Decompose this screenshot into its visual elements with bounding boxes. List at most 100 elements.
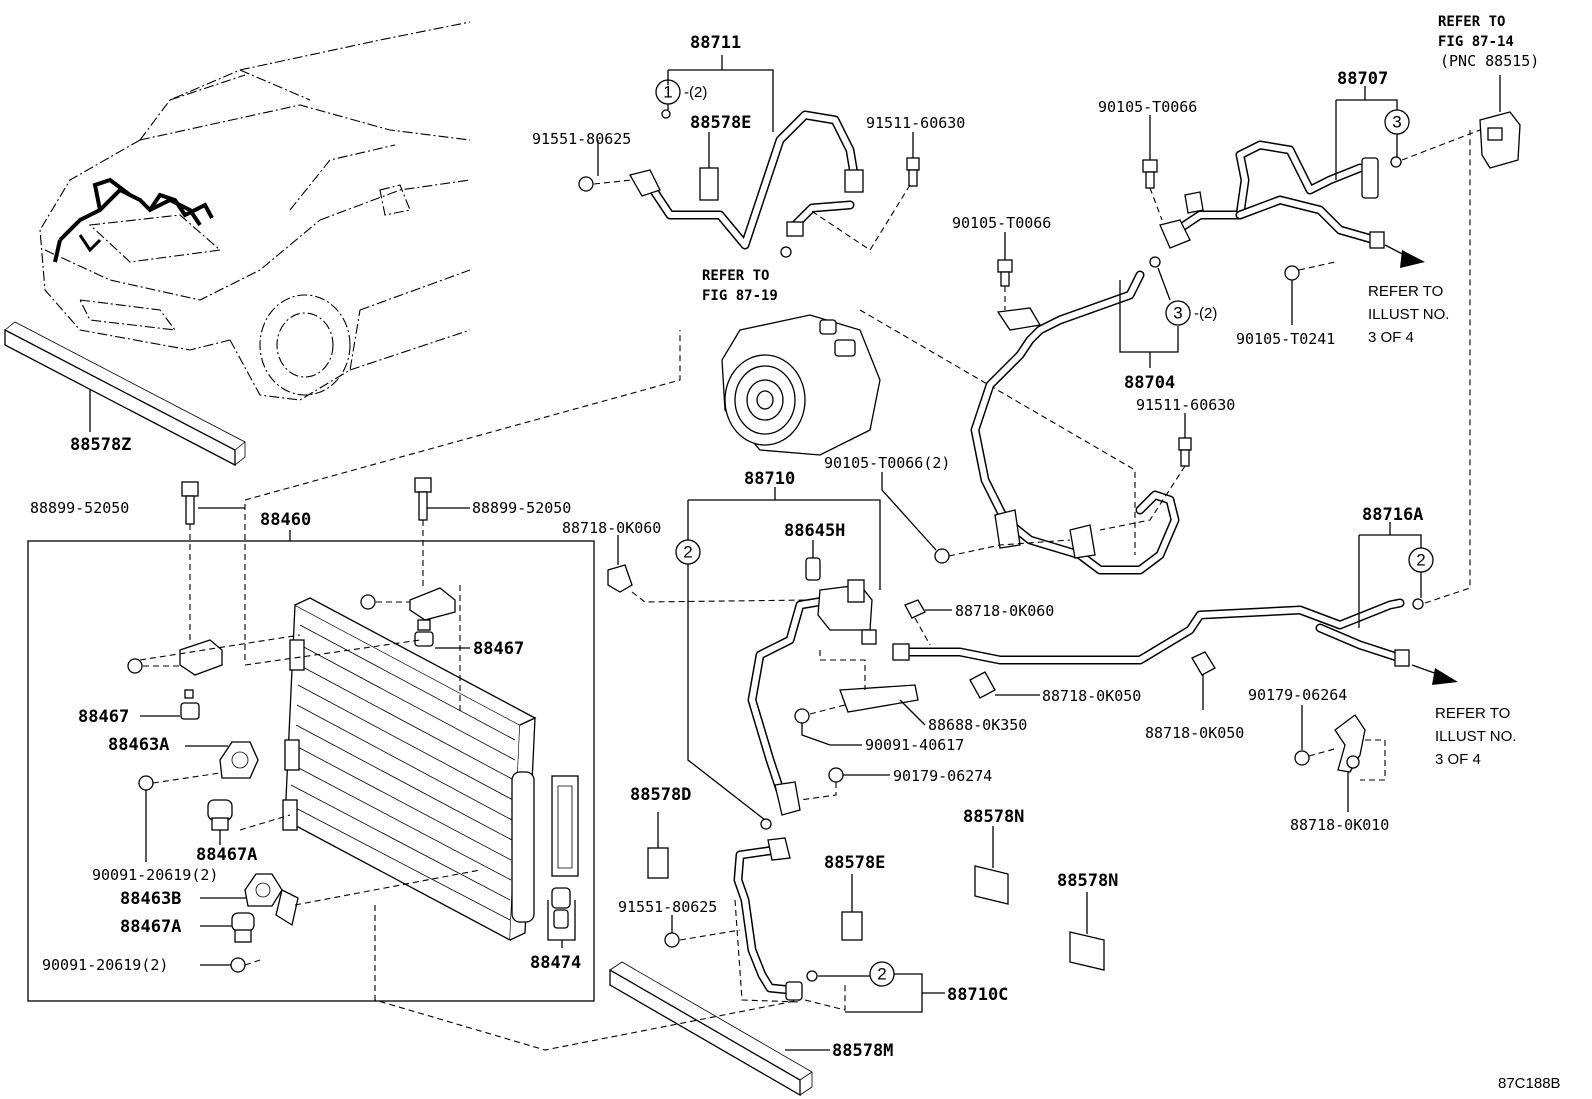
label-88710C: 88710C [947, 985, 1008, 1005]
callout-3-b-text: 3 [1173, 304, 1182, 323]
callout-2-a-text: 2 [683, 543, 692, 562]
refer-illust-upper-1: REFER TO [1368, 283, 1443, 300]
label-90091-40617: 90091-40617 [865, 736, 964, 754]
label-91511-60630-mid: 91511-60630 [1136, 396, 1235, 414]
condenser-88460 [282, 597, 579, 942]
refer-illust-lower-1: REFER TO [1435, 705, 1510, 722]
bolt-90091-20619-lower [200, 957, 261, 973]
clamp-88718-0K060-a [607, 535, 811, 603]
label-88899-52050-a: 88899-52050 [30, 499, 129, 517]
bolt-91511-60630-top [809, 132, 920, 251]
label-90105-T0241: 90105-T0241 [1236, 330, 1335, 348]
label-88578D: 88578D [630, 785, 691, 805]
label-91551-80625-top: 91551-80625 [532, 130, 631, 148]
bolt-90105-T0066-2 [881, 472, 1071, 564]
seal-88578N-a [974, 826, 1009, 905]
arrow-right-icon-upper [1400, 250, 1425, 268]
callout-3-b [1165, 300, 1191, 326]
mount-88467A-upper [207, 799, 233, 845]
bolt-90091-20619-upper [138, 772, 221, 862]
seal-88578M [609, 961, 830, 1097]
nut-90179-06274 [799, 767, 890, 801]
clamp-88718-0K060-b [904, 599, 952, 646]
bolt-88899-52050-left [181, 481, 245, 640]
label-88718-0K060-b: 88718-0K060 [955, 602, 1054, 620]
label-88578E-top: 88578E [690, 113, 751, 133]
condenser-box [27, 540, 595, 1002]
refer-fig-87-14-line3: (PNC 88515) [1440, 52, 1539, 70]
label-91551-80625-low: 91551-80625 [618, 898, 717, 916]
label-90105-T0066-2: 90105-T0066(2) [824, 454, 950, 472]
bracket-88718-0K010 [1334, 714, 1386, 812]
seal-88578N-b [1069, 892, 1105, 971]
clamp-88718-0K050-a [969, 671, 1040, 699]
pipe-88707 [1159, 140, 1402, 249]
label-88688-0K350: 88688-0K350 [928, 716, 1027, 734]
label-91511-60630-top: 91511-60630 [866, 114, 965, 132]
refer-illust-upper-3: 3 OF 4 [1368, 329, 1414, 346]
callout-2-c-text: 2 [1416, 551, 1425, 570]
nut-90179-06264 [1294, 705, 1339, 766]
switch-88645H [805, 540, 821, 581]
label-88718-0K050-a: 88718-0K050 [1042, 687, 1141, 705]
expansion-valve [1479, 75, 1521, 169]
filter-88474 [547, 887, 576, 948]
label-88467-b: 88467 [473, 639, 524, 659]
label-88467-a: 88467 [78, 707, 129, 727]
label-88474: 88474 [530, 953, 581, 973]
bolt-91551-80625-top [578, 140, 633, 192]
label-88467A-a: 88467A [196, 845, 257, 865]
label-88463B: 88463B [120, 889, 181, 909]
pipe-88704 [970, 256, 1180, 575]
label-88467A-b: 88467A [120, 917, 181, 937]
label-88710: 88710 [744, 469, 795, 489]
diagram-code: 87C188B [1498, 1075, 1561, 1092]
bolt-88899-52050-right [414, 477, 470, 590]
clamp-88718-0K050-b [1191, 651, 1216, 710]
clamp-88463B [200, 873, 299, 927]
label-88716A: 88716A [1362, 505, 1423, 525]
hose-88711 [629, 110, 864, 258]
refer-illust-lower-3: 3 OF 4 [1435, 751, 1481, 768]
refer-fig-87-14-line2: FIG 87-14 [1438, 34, 1514, 50]
label-88707: 88707 [1337, 69, 1388, 89]
bolt-91551-80625-low [664, 915, 741, 948]
label-90091-20619-b: 90091-20619(2) [42, 956, 168, 974]
label-88578E-low: 88578E [824, 853, 885, 873]
label-90105-T0066-b: 90105-T0066 [952, 214, 1051, 232]
refer-fig-87-14-line1: REFER TO [1438, 14, 1505, 30]
refer-fig-87-19-line2: FIG 87-19 [702, 288, 778, 304]
seal-88578D [647, 847, 669, 879]
callout-3-qty: -(2) [1194, 305, 1217, 322]
bolt-90105-T0241 [1284, 261, 1336, 325]
callout-2-b-text: 2 [877, 965, 886, 984]
arrow-right-icon-lower [1432, 668, 1458, 685]
label-88718-0K060-a: 88718-0K060 [562, 519, 661, 537]
vehicle-illustration [39, 21, 471, 401]
seal-88578E-low [841, 911, 863, 941]
compressor [721, 314, 881, 456]
label-88718-0K010: 88718-0K010 [1290, 816, 1389, 834]
label-90091-20619-a: 90091-20619(2) [92, 866, 218, 884]
refer-fig-87-19-line1: REFER TO [702, 268, 769, 284]
refer-illust-upper-2: ILLUST NO. [1368, 306, 1449, 323]
label-88578Z: 88578Z [70, 435, 131, 455]
clamp-88463A [185, 741, 259, 779]
mount-88467A-lower [200, 912, 255, 943]
pipe-88710C [733, 837, 818, 1001]
bolt-90105-T0066-a [1142, 115, 1163, 221]
label-90105-T0066-a: 90105-T0066 [1098, 98, 1197, 116]
refer-illust-lower-2: ILLUST NO. [1435, 728, 1516, 745]
seal-88578E-top [699, 167, 719, 201]
label-88578N-a: 88578N [963, 807, 1024, 827]
callout-1-text: 1 [663, 83, 672, 102]
label-90179-06264: 90179-06264 [1248, 686, 1347, 704]
bolt-91511-60630-mid [1099, 413, 1192, 531]
label-88718-0K050-b: 88718-0K050 [1145, 724, 1244, 742]
seal-88578Z [4, 321, 246, 467]
label-88578M: 88578M [832, 1041, 893, 1061]
label-88711: 88711 [690, 33, 741, 53]
label-88460: 88460 [260, 510, 311, 530]
